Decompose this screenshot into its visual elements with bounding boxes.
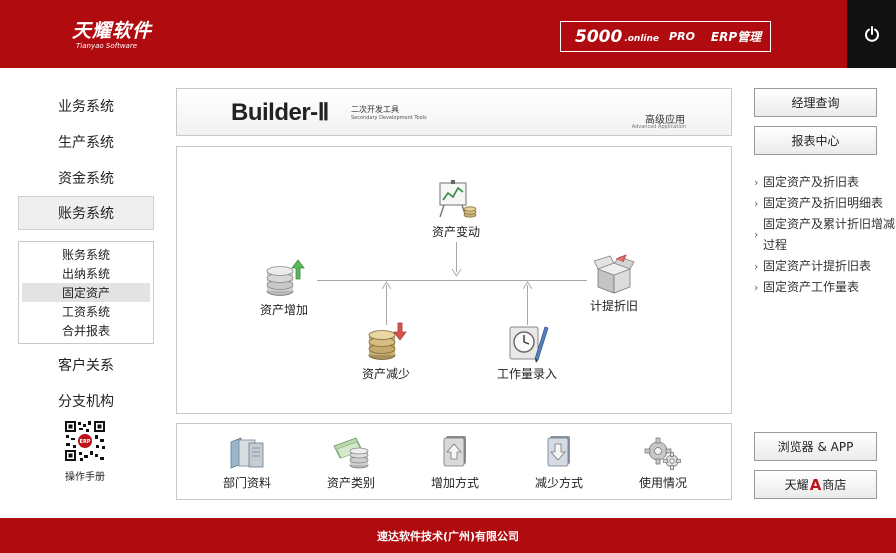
chevron-right-icon: ›: [754, 259, 759, 273]
tool-asset-categories-label: 资产类别: [326, 476, 375, 490]
chart-board-icon: [439, 180, 477, 218]
flow-asset-decrease[interactable]: 资产减少: [341, 321, 431, 382]
banner-subtitle: 二次开发工具: [351, 105, 399, 114]
builder-banner[interactable]: Builder-Ⅱ 二次开发工具 Secondary Development T…: [176, 88, 732, 136]
coins-down-icon: [368, 322, 407, 360]
asset-settings-toolbar: 部门资料 资产类别 增加方式 减少方式: [176, 423, 732, 500]
nav-crm[interactable]: 客户关系: [58, 358, 114, 374]
flow-asset-decrease-label: 资产减少: [361, 367, 410, 381]
flow-decrease-line: [386, 285, 387, 325]
flow-workload-entry[interactable]: 工作量录入: [482, 321, 572, 382]
qr-code-icon[interactable]: ERP: [64, 420, 106, 462]
flow-main-line: [317, 280, 587, 281]
document-down-icon: [547, 436, 570, 467]
accounting-submenu: 账务系统 出纳系统 固定资产 工资系统 合并报表: [18, 241, 154, 344]
open-box-icon: [593, 254, 635, 294]
submenu-payroll[interactable]: 工资系统: [61, 305, 110, 319]
tool-departments[interactable]: 部门资料: [207, 434, 287, 491]
product-number: 5000: [575, 26, 623, 47]
nav-business[interactable]: 业务系统: [58, 99, 114, 115]
tool-usage-status-label: 使用情况: [638, 476, 687, 490]
report-link[interactable]: ›固定资产工作量表: [754, 280, 860, 294]
report-link[interactable]: ›固定资产及折旧明细表: [754, 196, 884, 210]
tool-decrease-methods[interactable]: 减少方式: [519, 434, 599, 491]
report-link[interactable]: ›固定资产及累计折旧增减过程: [754, 217, 896, 252]
browser-app-button[interactable]: 浏览器 & APP: [754, 432, 877, 461]
qr-badge-text: ERP: [80, 439, 91, 445]
flow-arrow-down: [452, 268, 461, 277]
store-label-prefix: 天耀: [784, 478, 809, 492]
flow-arrow-up-2: [523, 281, 532, 290]
coins-up-icon: [266, 259, 305, 296]
nav-accounting[interactable]: 账务系统: [18, 196, 154, 230]
brand-logo: 天耀软件 Tianyao Software: [72, 16, 152, 50]
report-link[interactable]: ›固定资产计提折旧表: [754, 259, 872, 273]
report-links: ›固定资产及折旧表 ›固定资产及折旧明细表 ›固定资产及累计折旧增减过程 ›固定…: [754, 172, 896, 298]
report-center-button[interactable]: 报表中心: [754, 126, 877, 155]
chevron-right-icon: ›: [754, 280, 759, 294]
logo-subtext: Tianyao Software: [76, 42, 138, 50]
app-store-button[interactable]: 天耀 A 商店: [754, 470, 877, 499]
flow-workload-entry-label: 工作量录入: [496, 367, 557, 381]
store-logo-letter: A: [809, 475, 822, 494]
store-label-suffix: 商店: [822, 478, 847, 492]
money-coins-icon: [333, 437, 369, 469]
flow-asset-increase[interactable]: 资产增加: [239, 257, 329, 318]
nav-funds[interactable]: 资金系统: [58, 171, 114, 187]
tool-increase-methods[interactable]: 增加方式: [415, 434, 495, 491]
fixed-asset-flow-panel: 资产变动 资产增加 计提折旧: [176, 146, 732, 414]
flow-asset-increase-label: 资产增加: [259, 303, 308, 317]
gears-icon: [644, 437, 681, 470]
chevron-right-icon: ›: [754, 228, 759, 241]
qr-caption: 操作手册: [65, 472, 105, 483]
flow-change-line: [456, 242, 457, 272]
clock-pen-icon: [509, 326, 549, 363]
chevron-right-icon: ›: [754, 196, 759, 210]
tool-usage-status[interactable]: 使用情况: [623, 434, 703, 491]
footer-company: 速达软件技术(广州)有限公司: [376, 529, 520, 543]
folders-icon: [230, 437, 264, 469]
flow-workload-line: [527, 285, 528, 325]
submenu-consolidated[interactable]: 合并报表: [61, 324, 110, 338]
tool-asset-categories[interactable]: 资产类别: [311, 434, 391, 491]
advanced-app-label: 高级应用: [645, 115, 685, 126]
manager-query-button[interactable]: 经理查询: [754, 88, 877, 117]
report-link[interactable]: ›固定资产及折旧表: [754, 175, 860, 189]
banner-title: Builder-Ⅱ: [231, 99, 329, 126]
submenu-fixed-assets[interactable]: 固定资产: [22, 283, 150, 302]
flow-arrow-up: [382, 281, 391, 290]
flow-depreciation-label: 计提折旧: [589, 299, 638, 313]
submenu-ledger[interactable]: 账务系统: [61, 248, 110, 262]
tool-departments-label: 部门资料: [222, 476, 271, 490]
tool-decrease-methods-label: 减少方式: [534, 476, 583, 490]
submenu-cashier[interactable]: 出纳系统: [61, 267, 110, 281]
nav-branches[interactable]: 分支机构: [58, 394, 114, 410]
product-badge: 5000 .online PRO ERP管理: [560, 21, 771, 52]
flow-asset-change[interactable]: 资产变动: [411, 179, 501, 240]
power-icon: [864, 26, 879, 42]
tool-increase-methods-label: 增加方式: [430, 476, 479, 490]
header-bar: 天耀软件 Tianyao Software 5000 .online PRO E…: [0, 0, 896, 68]
product-pro: PRO: [669, 30, 695, 43]
product-erp: ERP管理: [710, 30, 762, 44]
flow-depreciation[interactable]: 计提折旧: [569, 253, 659, 314]
flow-asset-change-label: 资产变动: [431, 225, 480, 239]
product-online: .online: [624, 33, 660, 44]
logo-text: 天耀软件: [72, 20, 153, 42]
banner-subtitle-en: Secondary Development Tools: [351, 115, 427, 121]
chevron-right-icon: ›: [754, 175, 759, 189]
nav-production[interactable]: 生产系统: [58, 135, 114, 151]
advanced-app-label-en: Advanced Application: [631, 124, 686, 130]
power-button[interactable]: [847, 0, 896, 68]
footer-bar: 速达软件技术(广州)有限公司: [0, 518, 896, 553]
document-up-icon: [443, 436, 466, 467]
